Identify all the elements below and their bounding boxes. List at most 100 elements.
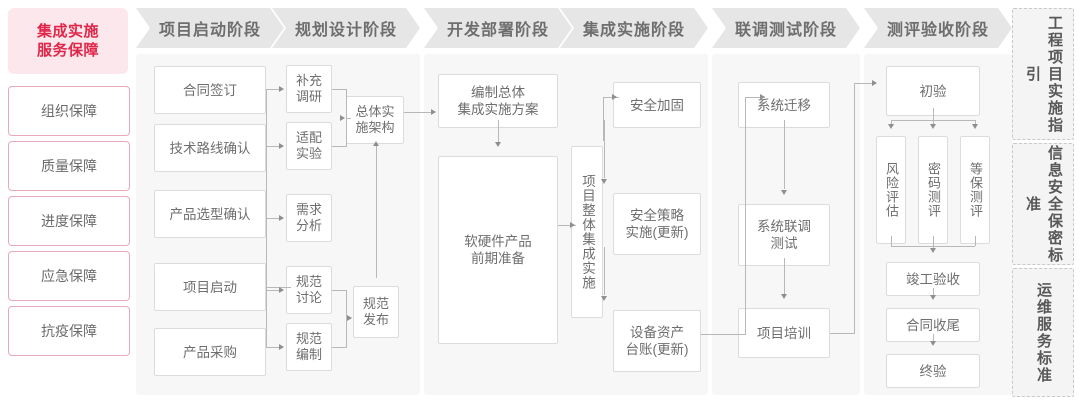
node-overall-project-integration[interactable]: 项目整体集成实施 (571, 146, 603, 318)
connector-training-up (854, 83, 855, 334)
guarantee-item-organization[interactable]: 组织保障 (8, 86, 130, 136)
connector-ledger-right (701, 334, 745, 335)
connector-bus-down-spec-drafting (266, 287, 267, 347)
connector-plan-to-prep (498, 120, 499, 142)
node-system-joint-test[interactable]: 系统联调 测试 (738, 204, 830, 266)
connector-policy-to-ledger (604, 247, 605, 295)
connector-drop-classified (975, 120, 976, 126)
arrow-to-system-joint-test (780, 190, 787, 195)
node-spec-release[interactable]: 规范 发布 (353, 286, 399, 338)
guarantee-item-emergency[interactable]: 应急保障 (8, 251, 130, 301)
connector-spec-discussion-right (332, 290, 346, 291)
connector-research-right (332, 89, 346, 90)
stage-column-joint-testing: 联调测试阶段 系统迁移 系统联调 测试 项目培训 (712, 8, 860, 395)
arrow-to-crypto-evaluation (929, 124, 936, 129)
arrow-to-asset-ledger (600, 296, 607, 301)
arrow-to-spec-discussion (279, 286, 284, 293)
connector-to-spec-drafting (266, 347, 280, 348)
connector-adaptation-right (332, 146, 346, 147)
connector-to-adaptation-experiment (266, 146, 280, 147)
arrow-to-hw-sw-prep (494, 142, 501, 147)
guarantee-item-epidemic[interactable]: 抗疫保障 (8, 306, 130, 356)
arrow-to-risk-assessment (887, 124, 894, 129)
stage-column-development-deployment: 开发部署阶段 编制总体 集成实施方案 软硬件产品 前期准备 (424, 8, 572, 395)
connector-to-system-migration (745, 97, 765, 98)
standard-ops-service-label: 运维服务标准 (1035, 281, 1052, 384)
connector-classified-down (975, 236, 976, 246)
standard-engineering-guideline-label: 工程项目实施指引 (1024, 14, 1063, 134)
connector-to-spec-discussion (266, 290, 280, 291)
stage-header-joint-testing[interactable]: 联调测试阶段 (712, 8, 860, 48)
node-hw-sw-preparation[interactable]: 软硬件产品 前期准备 (438, 156, 558, 344)
stage-header-evaluation-acceptance[interactable]: 测评验收阶段 (864, 8, 1012, 48)
arrow-to-requirement-analysis (279, 214, 284, 221)
arrow-to-completion-acceptance (929, 248, 936, 253)
connector-kickoff-out (266, 287, 291, 288)
arrow-to-spec-drafting (279, 343, 284, 350)
node-asset-ledger-update[interactable]: 设备资产 台账(更新) (613, 310, 701, 372)
connector-drop-risk (891, 120, 892, 126)
arrow-to-supplementary-research (279, 85, 284, 92)
arrow-to-adaptation-experiment (279, 142, 284, 149)
node-project-training[interactable]: 项目培训 (738, 308, 830, 358)
node-supplementary-research[interactable]: 补充 调研 (286, 65, 332, 113)
node-security-policy-update[interactable]: 安全策略 实施(更新) (613, 193, 701, 255)
node-risk-assessment[interactable]: 风险评估 (876, 136, 906, 244)
node-final-acceptance[interactable]: 终验 (886, 354, 980, 388)
arrow-to-spec-release (347, 314, 352, 321)
connector-ledger-up (745, 97, 746, 335)
stage-header-project-initiation[interactable]: 项目启动阶段 (136, 8, 284, 48)
arrow-to-system-migration (760, 93, 765, 100)
node-requirement-analysis[interactable]: 需求 分析 (286, 194, 332, 242)
node-product-selection[interactable]: 产品选型确认 (154, 190, 266, 238)
connector-to-supplementary-research (266, 89, 280, 90)
arrow-to-classified-evaluation (971, 124, 978, 129)
stage-header-integration-implementation[interactable]: 集成实施阶段 (560, 8, 708, 48)
standard-infosec-confidentiality[interactable]: 信息安全保密标准 (1012, 143, 1074, 265)
stage-column-evaluation-acceptance: 测评验收阶段 初验 风险评估 密码测评 等保测评 竣工验收 合同收尾 终验 (864, 8, 1012, 395)
connector-risk-down (891, 236, 892, 246)
connector-jointtest-to-training (784, 258, 785, 294)
node-preliminary-acceptance[interactable]: 初验 (886, 66, 980, 116)
arrow-to-overall-integration (570, 221, 575, 228)
connector-kickoff-bus (266, 89, 267, 288)
arrow-to-project-training (780, 294, 787, 299)
node-adaptation-experiment[interactable]: 适配 实验 (286, 122, 332, 170)
stage-column-integration-implementation: 集成实施阶段 项目整体集成实施 安全加固 安全策略 实施(更新) 设备资产 台账… (560, 8, 708, 395)
arrow-to-integration-plan (431, 108, 436, 115)
node-tech-route-confirm[interactable]: 技术路线确认 (154, 124, 266, 172)
node-spec-discussion[interactable]: 规范 讨论 (286, 266, 332, 314)
arrow-to-contract-closeout (929, 295, 936, 300)
stage-column-project-initiation: 项目启动阶段 合同签订 技术路线确认 产品选型确认 项目启动 产品采购 (136, 8, 284, 395)
connector-architecture-to-plan (404, 112, 432, 113)
connector-completion-to-closeout (933, 288, 934, 296)
standard-ops-service[interactable]: 运维服务标准 (1012, 268, 1074, 397)
node-spec-drafting[interactable]: 规范 编制 (286, 323, 332, 371)
guarantee-sidebar: 集成实施 服务保障 组织保障 质量保障 进度保障 应急保障 抗疫保障 (8, 8, 130, 395)
connector-integration-up (603, 97, 604, 141)
node-project-kickoff[interactable]: 项目启动 (154, 263, 266, 311)
node-crypto-evaluation[interactable]: 密码测评 (918, 136, 948, 244)
standard-engineering-guideline[interactable]: 工程项目实施指引 (1012, 8, 1074, 140)
guarantee-item-quality[interactable]: 质量保障 (8, 141, 130, 191)
connector-hardening-to-policy (604, 120, 605, 178)
connector-spec-release-up (376, 146, 377, 278)
guarantee-item-schedule[interactable]: 进度保障 (8, 196, 130, 246)
connector-training-right (830, 333, 854, 334)
node-product-procurement[interactable]: 产品采购 (154, 328, 266, 376)
node-overall-architecture[interactable]: 总体实 施架构 (346, 96, 404, 144)
stage-header-development-deployment[interactable]: 开发部署阶段 (424, 8, 572, 48)
connector-closeout-to-final (933, 334, 934, 342)
connector-to-requirement-analysis (266, 218, 280, 219)
connector-drop-crypto (933, 120, 934, 126)
node-classified-protection-evaluation[interactable]: 等保测评 (960, 136, 990, 244)
node-overall-integration-plan[interactable]: 编制总体 集成实施方案 (438, 74, 558, 128)
arrow-to-architecture (340, 114, 345, 121)
node-contract-signing[interactable]: 合同签订 (154, 66, 266, 114)
arrow-to-final-acceptance (929, 341, 936, 346)
connector-preliminary-down (933, 108, 934, 120)
arrow-to-preliminary-acceptance (872, 79, 877, 86)
node-security-hardening[interactable]: 安全加固 (613, 82, 701, 128)
stage-header-planning-design[interactable]: 规划设计阶段 (272, 8, 420, 48)
